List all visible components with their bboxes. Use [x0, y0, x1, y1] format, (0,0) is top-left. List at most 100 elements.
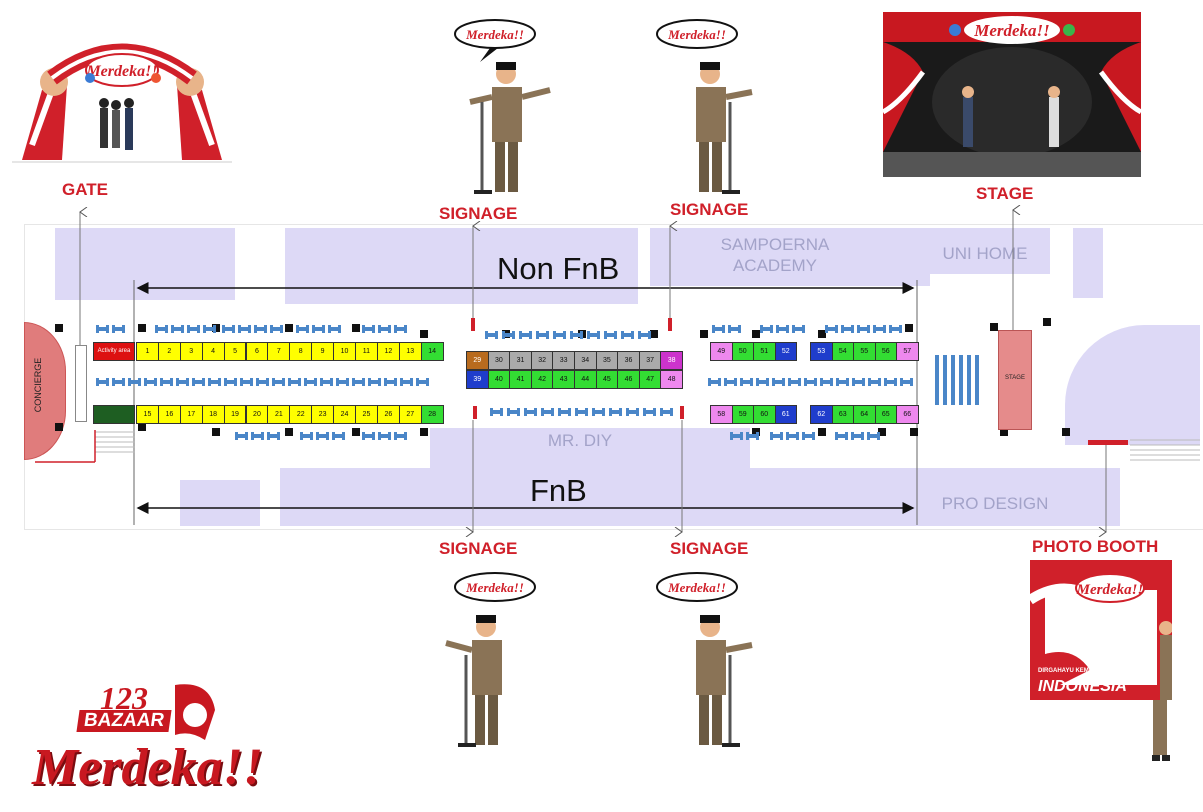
- bazaar-merdeka-logo: 123 BAZAAR Merdeka!!: [10, 680, 270, 810]
- table-icon: [96, 325, 109, 333]
- booth-22: 22: [289, 405, 313, 424]
- booth-61: 61: [774, 405, 797, 424]
- booth-62: 62: [810, 405, 833, 424]
- table-icon: [708, 378, 721, 386]
- table-icon: [316, 432, 329, 440]
- booth-9: 9: [311, 342, 335, 361]
- booth-28: 28: [420, 405, 444, 424]
- table-icon: [841, 325, 854, 333]
- table-icon: [394, 325, 407, 333]
- table-icon: [112, 325, 125, 333]
- booth-1: 1: [136, 342, 159, 361]
- photo-booth-figure: [1138, 700, 1178, 762]
- table-icon: [825, 325, 838, 333]
- booth-16: 16: [157, 405, 181, 424]
- table-icon: [570, 331, 583, 339]
- booth-43: 43: [552, 370, 575, 389]
- table-icon: [760, 325, 773, 333]
- activity-area-lower: [93, 405, 135, 424]
- table-icon: [378, 432, 391, 440]
- booth-37: 37: [638, 351, 662, 370]
- table-icon: [378, 325, 391, 333]
- table-icon: [208, 378, 221, 386]
- booth-15: 15: [136, 405, 159, 424]
- table-icon: [609, 408, 622, 416]
- table-icon: [332, 432, 345, 440]
- table-icon: [553, 331, 566, 339]
- table-icon: [328, 325, 341, 333]
- booth-26: 26: [376, 405, 400, 424]
- signage-top-left-label: SIGNAGE: [439, 204, 518, 223]
- booth-46: 46: [617, 370, 640, 389]
- booth-44: 44: [574, 370, 597, 389]
- svg-text:Merdeka!!: Merdeka!!: [465, 27, 524, 42]
- table-icon: [336, 378, 349, 386]
- table-icon: [558, 408, 571, 416]
- table-icon: [256, 378, 269, 386]
- signage-bottom-left-label: SIGNAGE: [439, 539, 518, 558]
- booth-49: 49: [710, 342, 733, 361]
- table-icon: [502, 331, 515, 339]
- table-icon: [112, 378, 125, 386]
- table-icon: [587, 331, 600, 339]
- gate-marker: [75, 345, 87, 422]
- booth-66: 66: [896, 405, 919, 424]
- table-icon: [270, 325, 283, 333]
- booth-35: 35: [595, 351, 619, 370]
- table-icon: [384, 378, 397, 386]
- svg-text:Merdeka!!: Merdeka!!: [667, 580, 726, 595]
- svg-text:Merdeka!!: Merdeka!!: [85, 63, 157, 80]
- gate-label: GATE: [62, 180, 108, 199]
- table-icon: [238, 325, 251, 333]
- table-icon: [776, 325, 789, 333]
- booth-63: 63: [831, 405, 854, 424]
- booth-34: 34: [574, 351, 597, 370]
- table-icon: [192, 378, 205, 386]
- table-icon: [851, 432, 864, 440]
- non-fnb-label: Non FnB: [497, 251, 620, 286]
- booth-38: 38: [660, 351, 683, 370]
- booth-64: 64: [853, 405, 876, 424]
- table-icon: [536, 331, 549, 339]
- booth-12: 12: [376, 342, 400, 361]
- table-icon: [604, 331, 617, 339]
- table-icon: [626, 408, 639, 416]
- zone-label-mr-diy: MR. DIY: [547, 431, 613, 450]
- svg-text:Merdeka!!: Merdeka!!: [973, 21, 1050, 40]
- booth-31: 31: [509, 351, 532, 370]
- table-icon: [352, 378, 365, 386]
- activity-area: Activity area: [93, 342, 135, 361]
- table-icon: [160, 378, 173, 386]
- booth-60: 60: [753, 405, 776, 424]
- stage-block-label: STAGE: [1005, 375, 1025, 381]
- table-icon: [728, 325, 741, 333]
- booth-7: 7: [267, 342, 291, 361]
- booth-24: 24: [333, 405, 356, 424]
- signage-figure-bottom-right: Merdeka!!: [652, 565, 772, 750]
- signage-figure-top-left: Merdeka!!: [440, 12, 560, 197]
- table-icon: [187, 325, 200, 333]
- table-icon: [362, 325, 375, 333]
- logo-word2: Merdeka!!: [32, 739, 264, 796]
- table-icon: [490, 408, 503, 416]
- table-icon: [820, 378, 833, 386]
- booth-11: 11: [355, 342, 378, 361]
- zone-block-uni-home: [930, 228, 1050, 274]
- table-icon: [746, 432, 759, 440]
- booth-21: 21: [267, 405, 291, 424]
- photo-booth-frame-line2: INDONESIA: [1038, 678, 1127, 695]
- table-icon: [836, 378, 849, 386]
- booth-8: 8: [289, 342, 313, 361]
- signage-figure-top-right: Merdeka!!: [652, 12, 772, 197]
- booth-30: 30: [487, 351, 511, 370]
- booth-36: 36: [617, 351, 640, 370]
- table-icon: [176, 378, 189, 386]
- svg-text:Merdeka!!: Merdeka!!: [465, 580, 524, 595]
- stage-label: STAGE: [976, 184, 1034, 203]
- booth-59: 59: [731, 405, 754, 424]
- zone-block-right-top: [1073, 228, 1103, 298]
- table-icon: [254, 325, 267, 333]
- table-icon: [730, 432, 743, 440]
- booth-57: 57: [896, 342, 919, 361]
- booth-32: 32: [530, 351, 554, 370]
